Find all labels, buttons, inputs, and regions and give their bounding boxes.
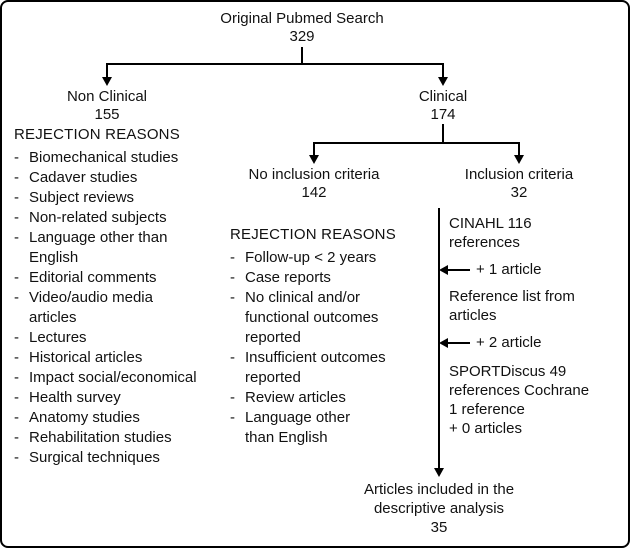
rejection-reason: No clinical and/or functional outcomes r…	[245, 289, 379, 346]
rejection-reason: Anatomy studies	[29, 409, 140, 426]
node-count: 142	[301, 184, 327, 201]
list-item: -No clinical and/or functional outcomes …	[230, 288, 412, 348]
bullet: -	[14, 349, 19, 366]
rejection-reason: Editorial comments	[29, 269, 157, 286]
bullet: -	[230, 349, 235, 366]
rejection-reason: Review articles	[245, 389, 346, 406]
mid-rejection-list: -Follow-up < 2 years -Case reports -No c…	[230, 248, 412, 448]
bullet: -	[14, 269, 19, 286]
node-label: Articles included in the descriptive ana…	[363, 481, 515, 517]
node-count: 32	[510, 184, 528, 201]
rejection-reason: Case reports	[245, 269, 331, 286]
list-item: -Follow-up < 2 years	[230, 248, 412, 268]
rejection-reason: Language other than English	[29, 229, 168, 266]
node-no-inclusion: No inclusion criteria 142	[234, 166, 394, 202]
list-item: -Case reports	[230, 268, 412, 288]
node-label: Inclusion criteria	[464, 166, 574, 183]
mid-rejection-title: REJECTION REASONS	[230, 226, 396, 243]
rejection-reason: Biomechanical studies	[29, 149, 179, 166]
sportdiscus-source: SPORTDiscus 49 references Cochrane 1 ref…	[449, 363, 590, 437]
rejection-reason: Follow-up < 2 years	[245, 249, 377, 266]
list-item: -Editorial comments	[14, 268, 214, 288]
rejection-reason: Insufficient outcomes reported	[245, 349, 386, 386]
list-item: -Health survey	[14, 388, 214, 408]
node-final: Articles included in the descriptive ana…	[329, 480, 549, 537]
list-item: -Lectures	[14, 328, 214, 348]
arrowhead-nonclinical	[102, 77, 112, 86]
left-rejection-title: REJECTION REASONS	[14, 126, 180, 143]
bullet: -	[14, 429, 19, 446]
bullet: -	[230, 289, 235, 306]
bullet: -	[14, 149, 19, 166]
node-count: 155	[94, 106, 120, 123]
list-item: -Review articles	[230, 388, 412, 408]
bullet: -	[14, 369, 19, 386]
list-item: -Video/audio media articles	[14, 288, 214, 328]
reference-list-added-articles: + 2 article	[476, 334, 542, 351]
rejection-reason: Non-related subjects	[29, 209, 167, 226]
bullet: -	[14, 389, 19, 406]
cinahl-added-articles: + 1 article	[476, 261, 542, 278]
rejection-reason: Rehabilitation studies	[29, 429, 172, 446]
node-non-clinical: Non Clinical 155	[32, 88, 182, 124]
node-label: Original Pubmed Search	[220, 10, 384, 27]
bullet: -	[14, 449, 19, 466]
rejection-reason: Cadaver studies	[29, 169, 138, 186]
list-item: -Surgical techniques	[14, 448, 214, 468]
rejection-reason: Historical articles	[29, 349, 143, 366]
list-item: -Impact social/economical	[14, 368, 214, 388]
bullet: -	[14, 329, 19, 346]
rejection-reason: Impact social/economical	[29, 369, 197, 386]
node-inclusion: Inclusion criteria 32	[449, 166, 589, 202]
rejection-reason: Video/audio media articles	[29, 289, 153, 326]
arrowhead-inclusion	[514, 155, 524, 164]
arrowhead-clinical	[438, 77, 448, 86]
rejection-reason: Health survey	[29, 389, 121, 406]
arrowhead-final	[434, 468, 444, 477]
list-item: -Language other than English	[230, 408, 412, 448]
list-item: -Language other than English	[14, 228, 214, 268]
left-rejection-list: -Biomechanical studies -Cadaver studies …	[14, 148, 214, 468]
list-item: -Historical articles	[14, 348, 214, 368]
bullet: -	[230, 249, 235, 266]
arrowhead-noinclusion	[309, 155, 319, 164]
bullet: -	[14, 409, 19, 426]
node-count: 35	[430, 519, 448, 536]
bullet: -	[14, 209, 19, 226]
bullet: -	[14, 289, 19, 306]
reference-list-source: Reference list from articles	[449, 288, 575, 324]
node-original-search: Original Pubmed Search 329	[167, 10, 437, 46]
bullet: -	[230, 269, 235, 286]
bullet: -	[14, 169, 19, 186]
arrowhead-cinahl-merge	[439, 265, 448, 275]
bullet: -	[14, 229, 19, 246]
rejection-reason: Lectures	[29, 329, 87, 346]
node-count: 329	[289, 28, 315, 45]
list-item: -Cadaver studies	[14, 168, 214, 188]
list-item: -Subject reviews	[14, 188, 214, 208]
node-label: No inclusion criteria	[248, 166, 380, 183]
bullet: -	[230, 409, 235, 426]
bullet: -	[14, 189, 19, 206]
list-item: -Non-related subjects	[14, 208, 214, 228]
list-item: -Insufficient outcomes reported	[230, 348, 412, 388]
node-label: Clinical	[418, 88, 468, 105]
rejection-reason: Surgical techniques	[29, 449, 160, 466]
list-item: -Anatomy studies	[14, 408, 214, 428]
node-clinical: Clinical 174	[368, 88, 518, 124]
arrowhead-reference-merge	[439, 338, 448, 348]
list-item: -Biomechanical studies	[14, 148, 214, 168]
list-item: -Rehabilitation studies	[14, 428, 214, 448]
rejection-reason: Language other than English	[245, 409, 351, 446]
cinahl-source: CINAHL 116 references	[449, 215, 532, 251]
node-count: 174	[430, 106, 456, 123]
rejection-reason: Subject reviews	[29, 189, 135, 206]
bullet: -	[230, 389, 235, 406]
node-label: Non Clinical	[66, 88, 148, 105]
